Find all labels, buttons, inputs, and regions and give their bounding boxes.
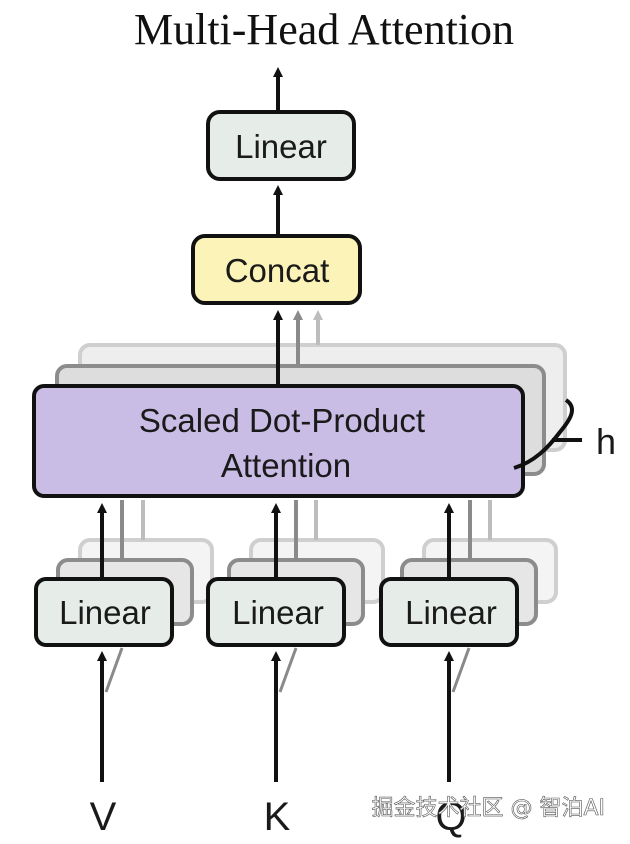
proj-linear-label-v: Linear [59,594,151,631]
proj-linear-label-k: Linear [232,594,324,631]
top-linear-label: Linear [235,128,327,165]
proj-linear-label-q: Linear [405,594,497,631]
sdpa-block: Scaled Dot-Product Attention [32,384,525,498]
top-linear-block: Linear [206,110,356,181]
heads-brace: h [513,398,616,470]
sdpa-label-line1: Scaled Dot-Product [139,402,425,439]
concat-block: Concat [191,234,362,305]
sdpa-label-line2: Attention [221,447,351,484]
projection-group-k: Linear [206,500,385,782]
diagram-title: Multi-Head Attention [134,5,514,54]
input-label-q: Q [435,795,466,839]
projection-group-q: Linear [379,500,558,782]
watermark: 掘金技术社区 @ 智泊AI [371,796,605,821]
input-label-v: V [90,795,117,839]
heads-label: h [596,421,616,462]
projection-group-v: Linear [34,500,214,782]
concat-label: Concat [225,252,330,289]
input-label-k: K [264,795,291,839]
